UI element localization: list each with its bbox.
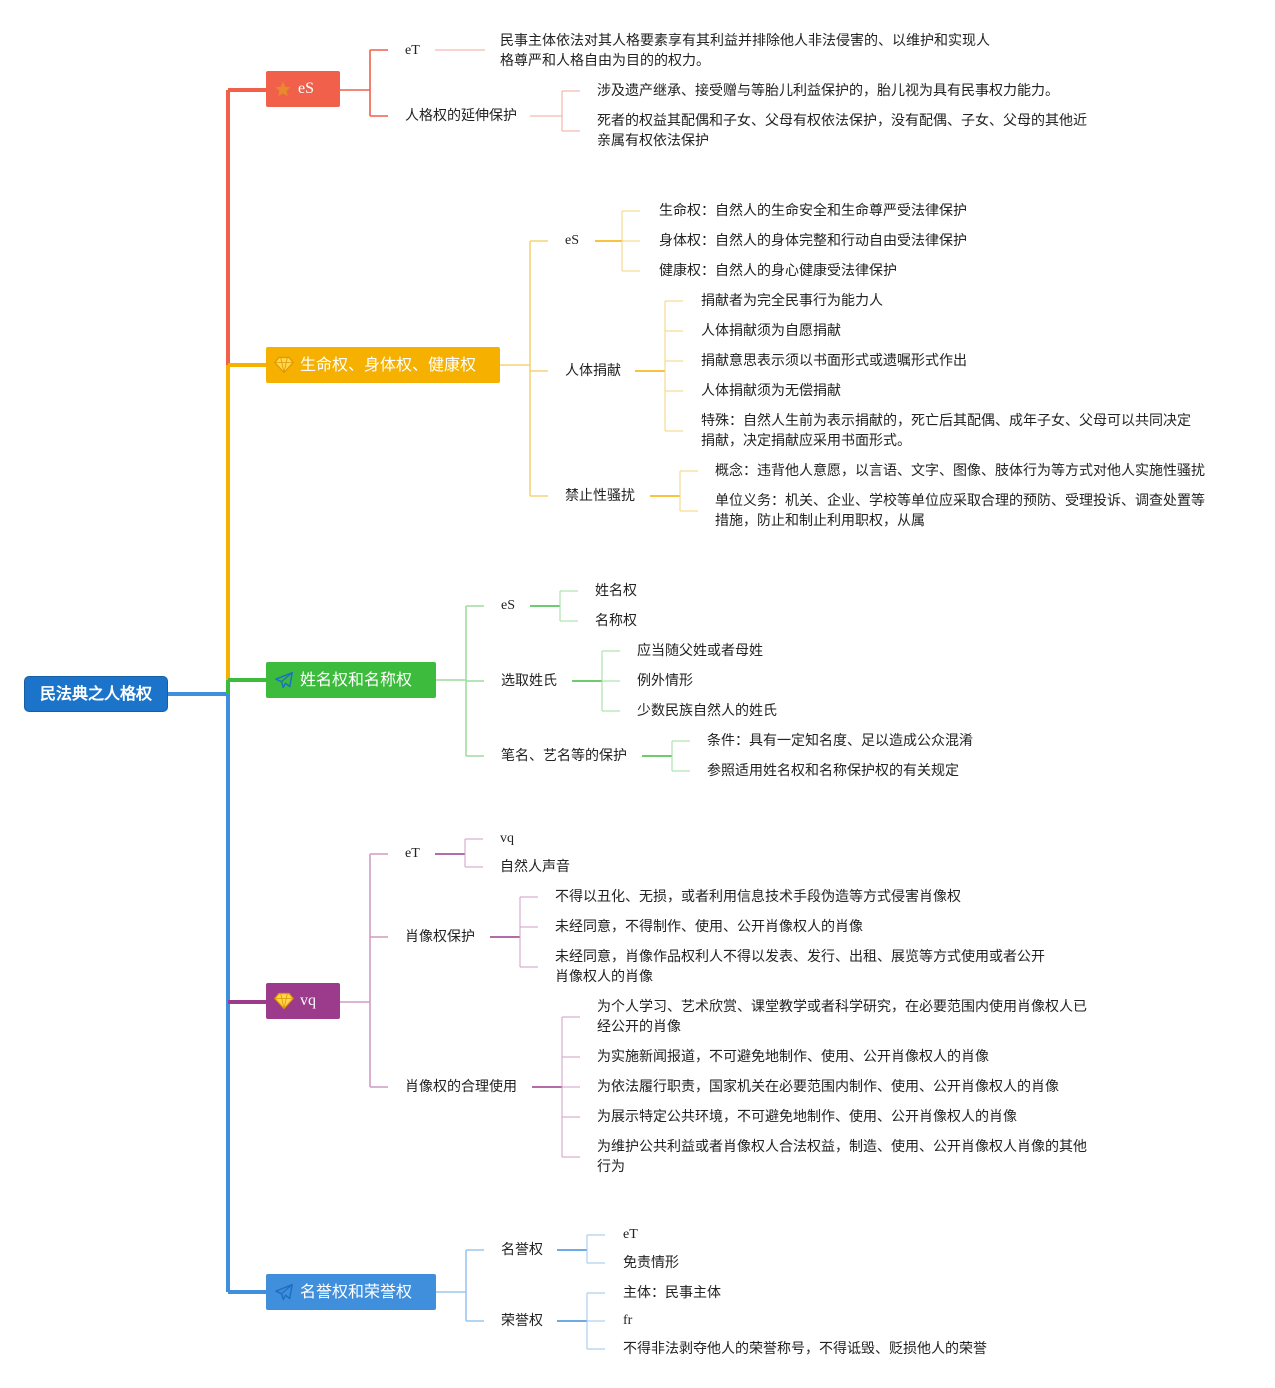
leaf-text[interactable]: 捐献意思表示须以书面形式或遗嘱形式作出	[701, 353, 967, 369]
branch-label: 生命权、身体权、健康权	[300, 355, 477, 374]
leaf-text[interactable]: vq	[500, 831, 514, 846]
branch-node-5[interactable]: 名誉权和荣誉权	[266, 1274, 436, 1310]
leaf-text[interactable]: 姓名权	[595, 583, 637, 599]
leaf-text[interactable]: 健康权：自然人的身心健康受法律保护	[659, 263, 897, 279]
leaf-text[interactable]: 名称权	[595, 613, 637, 629]
leaf-text[interactable]: 未经同意，不得制作、使用、公开肖像权人的肖像	[555, 919, 863, 935]
leaf-text[interactable]: 主体：民事主体	[623, 1285, 721, 1301]
leaf-text[interactable]: 人体捐献须为自愿捐献	[701, 323, 841, 339]
node-label[interactable]: 肖像权保护	[405, 929, 475, 945]
send-icon	[275, 1283, 293, 1301]
leaf-text[interactable]: 为维护公共利益或者肖像权人合法权益，制造、使用、公开肖像权人肖像的其他行为	[597, 1139, 1087, 1175]
leaf-text[interactable]: 特殊：自然人生前为表示捐献的，死亡后其配偶、成年子女、父母可以共同决定捐献，决定…	[701, 413, 1191, 449]
node-label[interactable]: eS	[501, 598, 515, 613]
leaf-text[interactable]: fr	[623, 1313, 633, 1328]
branch-label: eS	[298, 80, 314, 97]
node-label[interactable]: 禁止性骚扰	[565, 488, 635, 504]
branch-label: 名誉权和荣誉权	[300, 1282, 413, 1301]
node-label[interactable]: 选取姓氏	[501, 673, 557, 689]
leaf-text[interactable]: 免责情形	[623, 1255, 679, 1271]
branch-label: 姓名权和名称权	[300, 670, 413, 689]
leaf-text[interactable]: 死者的权益其配偶和子女、父母有权依法保护，没有配偶、子女、父母的其他近亲属有权依…	[597, 113, 1087, 149]
leaf-text[interactable]: 少数民族自然人的姓氏	[637, 703, 777, 719]
diamond-icon	[274, 356, 294, 374]
leaf-text[interactable]: 身体权：自然人的身体完整和行动自由受法律保护	[659, 233, 967, 249]
leaf-text[interactable]: eT	[623, 1227, 638, 1242]
leaf-text[interactable]: 民事主体依法对其人格要素享有其利益并排除他人非法侵害的、以维护和实现人格尊严和人…	[500, 33, 990, 69]
branch-node-2[interactable]: 生命权、身体权、健康权	[266, 347, 500, 383]
node-label[interactable]: 肖像权的合理使用	[405, 1079, 517, 1095]
branch-node-3[interactable]: 姓名权和名称权	[266, 662, 436, 698]
root-node[interactable]: 民法典之人格权	[25, 677, 167, 711]
leaf-text[interactable]: 例外情形	[637, 673, 693, 689]
node-label[interactable]: 荣誉权	[501, 1313, 543, 1329]
leaf-text[interactable]: 应当随父姓或者母姓	[637, 643, 763, 659]
leaf-text[interactable]: 为展示特定公共环境，不可避免地制作、使用、公开肖像权人的肖像	[597, 1109, 1017, 1125]
node-label[interactable]: 人体捐献	[565, 363, 621, 379]
leaf-text[interactable]: 概念：违背他人意愿，以言语、文字、图像、肢体行为等方式对他人实施性骚扰	[715, 463, 1205, 479]
diamond-icon	[274, 992, 294, 1010]
leaf-text[interactable]: 条件：具有一定知名度、足以造成公众混淆	[707, 733, 973, 749]
leaf-text[interactable]: 捐献者为完全民事行为能力人	[701, 293, 883, 309]
leaf-text[interactable]: 为个人学习、艺术欣赏、课堂教学或者科学研究，在必要范围内使用肖像权人已经公开的肖…	[597, 999, 1087, 1035]
node-label[interactable]: eT	[405, 846, 420, 861]
branch-label: vq	[300, 992, 316, 1009]
leaf-text[interactable]: 生命权：自然人的生命安全和生命尊严受法律保护	[659, 203, 967, 219]
send-icon	[275, 671, 293, 689]
leaf-text[interactable]: 人体捐献须为无偿捐献	[701, 383, 841, 399]
star-icon	[275, 81, 291, 97]
node-label[interactable]: 人格权的延伸保护	[405, 108, 517, 124]
node-label[interactable]: 名誉权	[501, 1242, 543, 1258]
node-label[interactable]: 笔名、艺名等的保护	[501, 748, 627, 764]
leaf-text[interactable]: 为实施新闻报道，不可避免地制作、使用、公开肖像权人的肖像	[597, 1049, 989, 1065]
leaf-text[interactable]: 涉及遗产继承、接受赠与等胎儿利益保护的，胎儿视为具有民事权力能力。	[597, 83, 1059, 99]
leaf-text[interactable]: 自然人声音	[500, 859, 570, 875]
leaf-text[interactable]: 不得非法剥夺他人的荣誉称号，不得诋毁、贬损他人的荣誉	[623, 1341, 987, 1357]
leaf-text[interactable]: 单位义务：机关、企业、学校等单位应采取合理的预防、受理投诉、调查处置等措施，防止…	[715, 493, 1205, 529]
branch-node-4[interactable]: vq	[266, 983, 340, 1019]
node-label[interactable]: eS	[565, 233, 579, 248]
leaf-text[interactable]: 未经同意，肖像作品权利人不得以发表、发行、出租、展览等方式使用或者公开肖像权人的…	[555, 949, 1045, 985]
leaf-text[interactable]: 参照适用姓名权和名称保护权的有关规定	[707, 763, 959, 779]
leaf-text[interactable]: 不得以丑化、无损，或者利用信息技术手段伪造等方式侵害肖像权	[555, 889, 961, 905]
leaf-text[interactable]: 为依法履行职责，国家机关在必要范围内制作、使用、公开肖像权人的肖像	[597, 1079, 1059, 1095]
node-label[interactable]: eT	[405, 43, 420, 58]
branch-node-1[interactable]: eS	[266, 71, 340, 107]
